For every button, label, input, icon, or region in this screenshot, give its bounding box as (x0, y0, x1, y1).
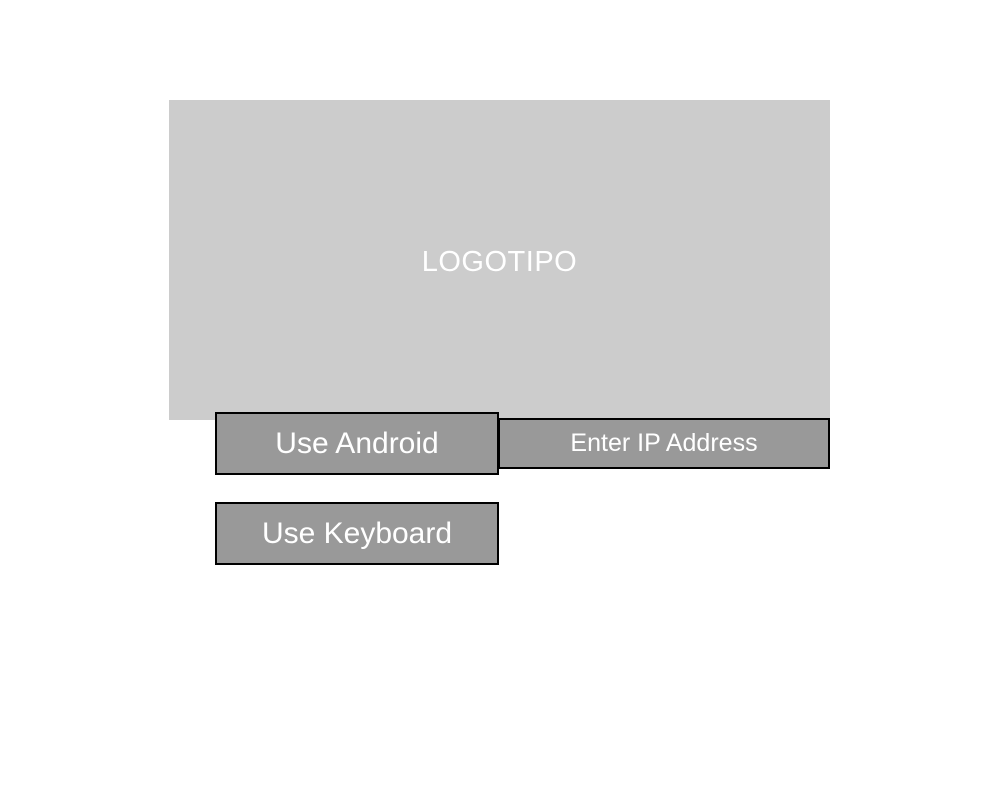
logo-text: LOGOTIPO (421, 245, 578, 278)
ip-address-input[interactable]: Enter IP Address (498, 418, 830, 469)
use-keyboard-label: Use Keyboard (261, 516, 453, 550)
use-android-label: Use Android (275, 426, 439, 460)
use-keyboard-button[interactable]: Use Keyboard (215, 502, 499, 565)
ip-address-placeholder: Enter IP Address (570, 429, 758, 457)
logo-placeholder: LOGOTIPO (169, 100, 830, 420)
use-android-button[interactable]: Use Android (215, 412, 499, 475)
